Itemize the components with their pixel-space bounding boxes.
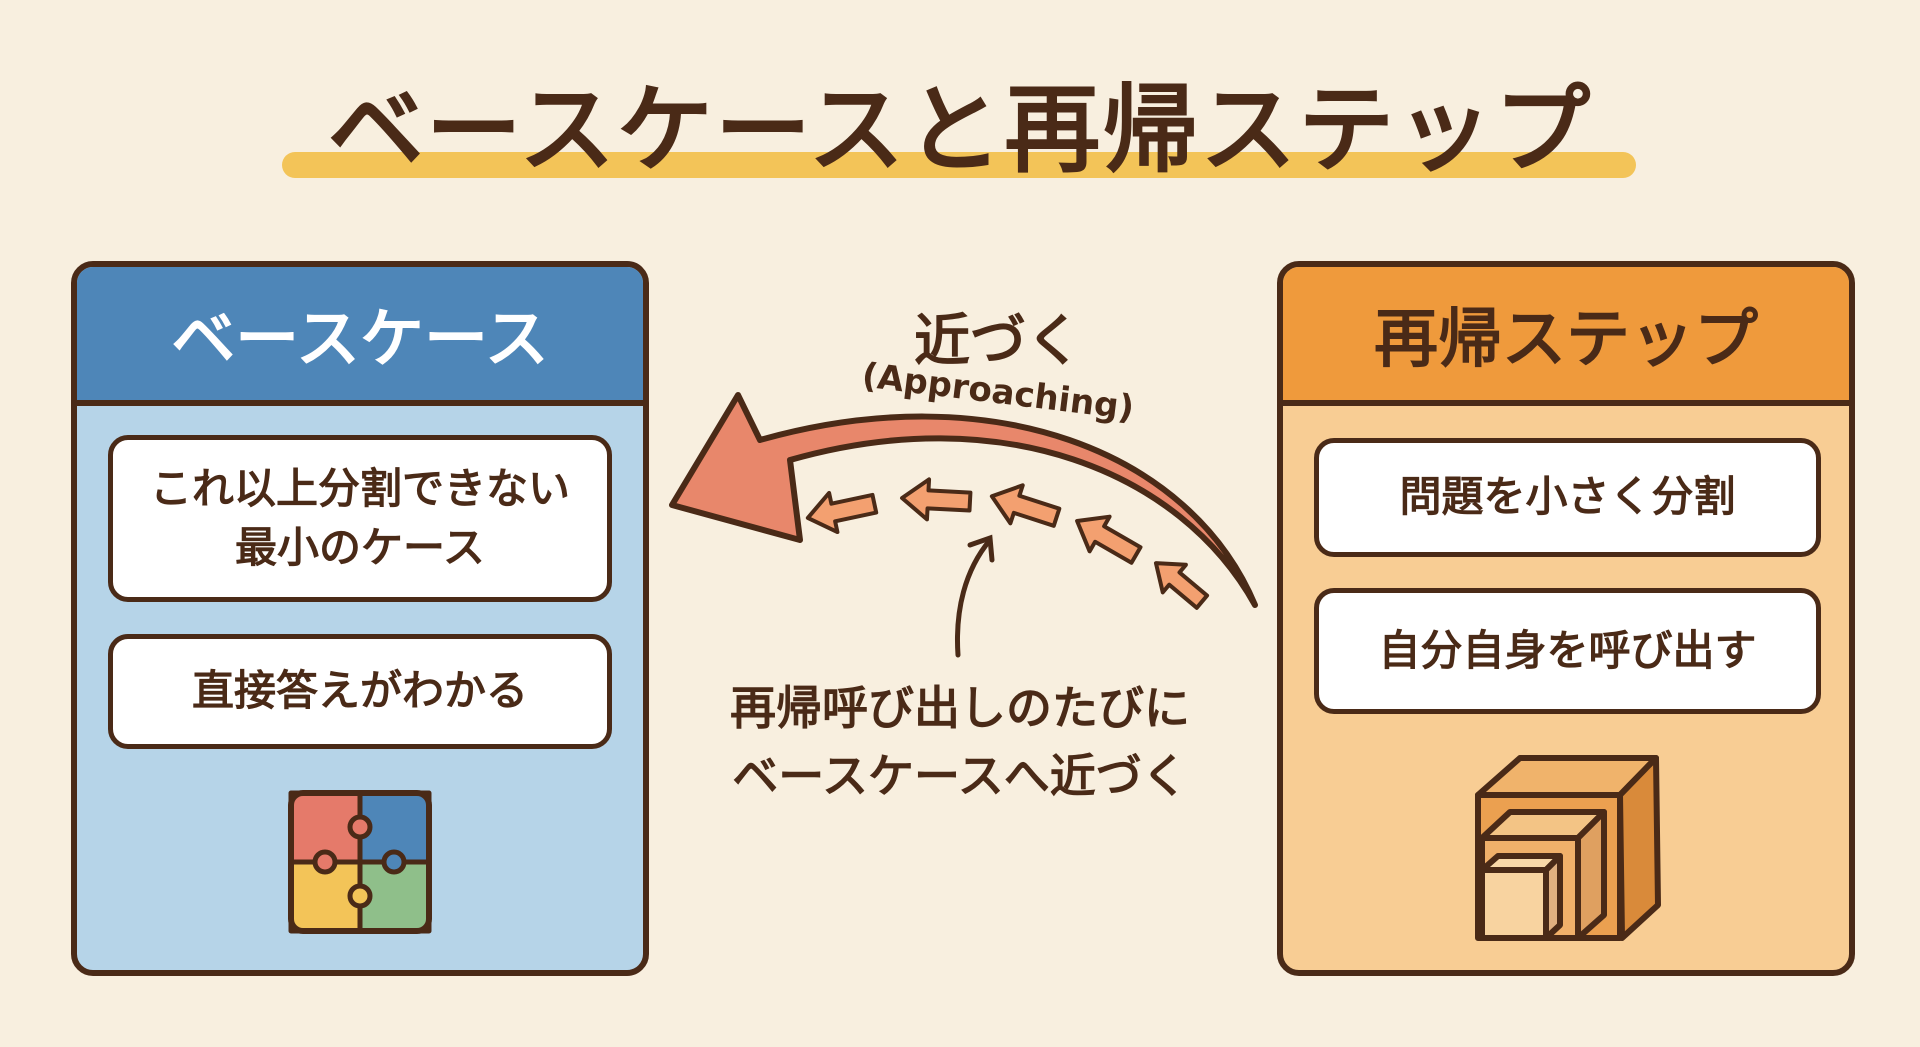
approaching-label: 近づく xyxy=(914,309,1082,374)
recursive-step-heading: 再帰ステップ xyxy=(1283,267,1849,406)
base-case-card-2: 直接答えがわかる xyxy=(108,634,612,749)
caption-line-1: 再帰呼び出しのたびに xyxy=(730,681,1190,735)
puzzle-icon xyxy=(288,790,432,934)
recursive-step-card-1: 問題を小さく分割 xyxy=(1314,438,1821,557)
recursive-step-card-2: 自分自身を呼び出す xyxy=(1314,588,1821,714)
base-case-card-1: これ以上分割できない 最小のケース xyxy=(108,435,612,602)
page-title: ベースケースと再帰ステップ xyxy=(327,74,1593,186)
approach-arrow xyxy=(669,392,1258,608)
pointer-arrow xyxy=(955,534,995,658)
caption-line-2: ベースケースへ近づく xyxy=(732,749,1188,803)
small-step-arrows xyxy=(805,477,1210,610)
base-case-heading: ベースケース xyxy=(77,267,643,406)
title-highlight xyxy=(282,152,1636,178)
base-case-panel: ベースケース xyxy=(71,261,649,976)
nested-boxes-icon xyxy=(1475,755,1661,941)
